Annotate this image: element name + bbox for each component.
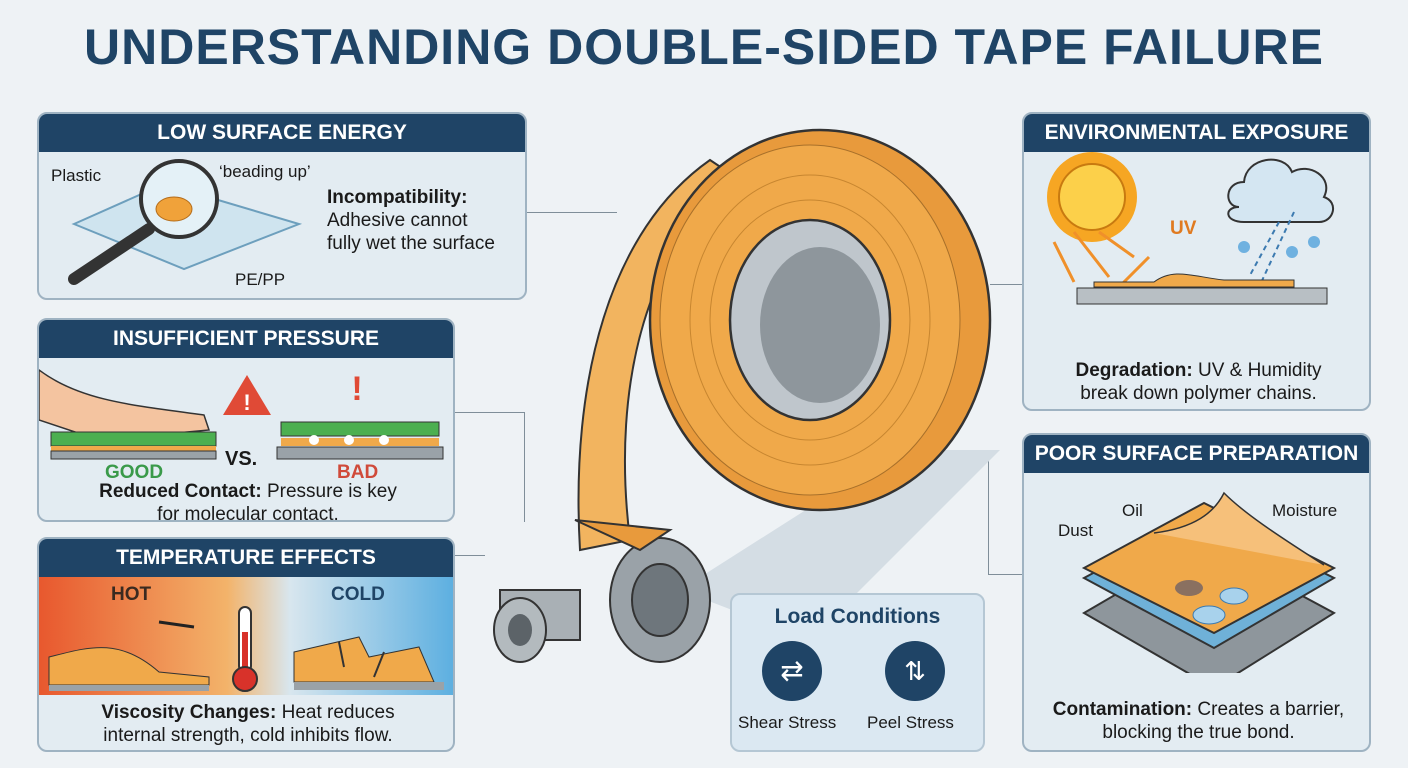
panel-heading: ENVIRONMENTAL EXPOSURE — [1024, 114, 1369, 152]
connector-line — [455, 412, 525, 522]
panel-low-surface-energy: LOW SURFACE ENERGY Plastic ‘beading up’ … — [37, 112, 527, 300]
label-hot: HOT — [111, 584, 152, 605]
temperature-illustration — [48, 606, 444, 692]
panel-description: Contamination: Creates a barrier,blockin… — [1052, 699, 1345, 743]
connector-line — [988, 460, 1022, 575]
label-cold: COLD — [331, 584, 385, 605]
tape-roll-illustration — [493, 128, 1000, 663]
shear-stress-icon: ⇄ — [762, 641, 822, 701]
page-title: UNDERSTANDING DOUBLE-SIDED TAPE FAILURE — [84, 19, 1324, 75]
panel-heading: INSUFFICIENT PRESSURE — [39, 320, 453, 358]
panel-heading: LOW SURFACE ENERGY — [39, 114, 525, 152]
uv-rain-illustration — [1047, 152, 1334, 305]
label-plastic: Plastic — [51, 166, 102, 185]
label-dust: Dust — [1058, 521, 1093, 540]
connector-line — [455, 555, 485, 556]
label-uv: UV — [1170, 218, 1197, 239]
label-peel-stress: Peel Stress — [867, 713, 954, 732]
panel-poor-surface-preparation: POOR SURFACE PREPARATION Dust Oil Moistu… — [1022, 433, 1371, 752]
contaminated-surface-illustration — [1081, 491, 1337, 673]
panel-insufficient-pressure: INSUFFICIENT PRESSURE ! ! VS. GOOD BAD R… — [37, 318, 455, 522]
label-moisture: Moisture — [1272, 501, 1338, 520]
label-shear-stress: Shear Stress — [738, 713, 837, 732]
label-beading-up: ‘beading up’ — [219, 162, 311, 181]
label-bad: BAD — [337, 462, 379, 483]
applicator-roller — [493, 537, 711, 663]
label-pe-pp: PE/PP — [235, 270, 286, 289]
pressure-comparison-illustration: ! ! — [39, 369, 444, 460]
label-vs: VS. — [225, 448, 258, 470]
connector-line — [990, 284, 1022, 285]
panel-heading: TEMPERATURE EFFECTS — [39, 539, 453, 577]
connector-line — [527, 212, 617, 213]
panel-environmental-exposure: ENVIRONMENTAL EXPOSURE UV Degradation: U… — [1022, 112, 1371, 411]
panel-temperature-effects: TEMPERATURE EFFECTS HOT COLD Viscosity C… — [37, 537, 455, 752]
peel-stress-icon: ⇅ — [885, 641, 945, 701]
load-conditions-heading: Load Conditions — [774, 605, 941, 628]
load-conditions-box: Load Conditions ⇄ ⇅ Shear Stress Peel St… — [730, 593, 985, 752]
label-oil: Oil — [1122, 501, 1143, 520]
magnifier-plastic-illustration — [68, 159, 303, 285]
svg-text:!: ! — [351, 370, 362, 408]
panel-heading: POOR SURFACE PREPARATION — [1024, 435, 1369, 473]
svg-text:!: ! — [243, 390, 250, 415]
label-good: GOOD — [105, 462, 164, 483]
